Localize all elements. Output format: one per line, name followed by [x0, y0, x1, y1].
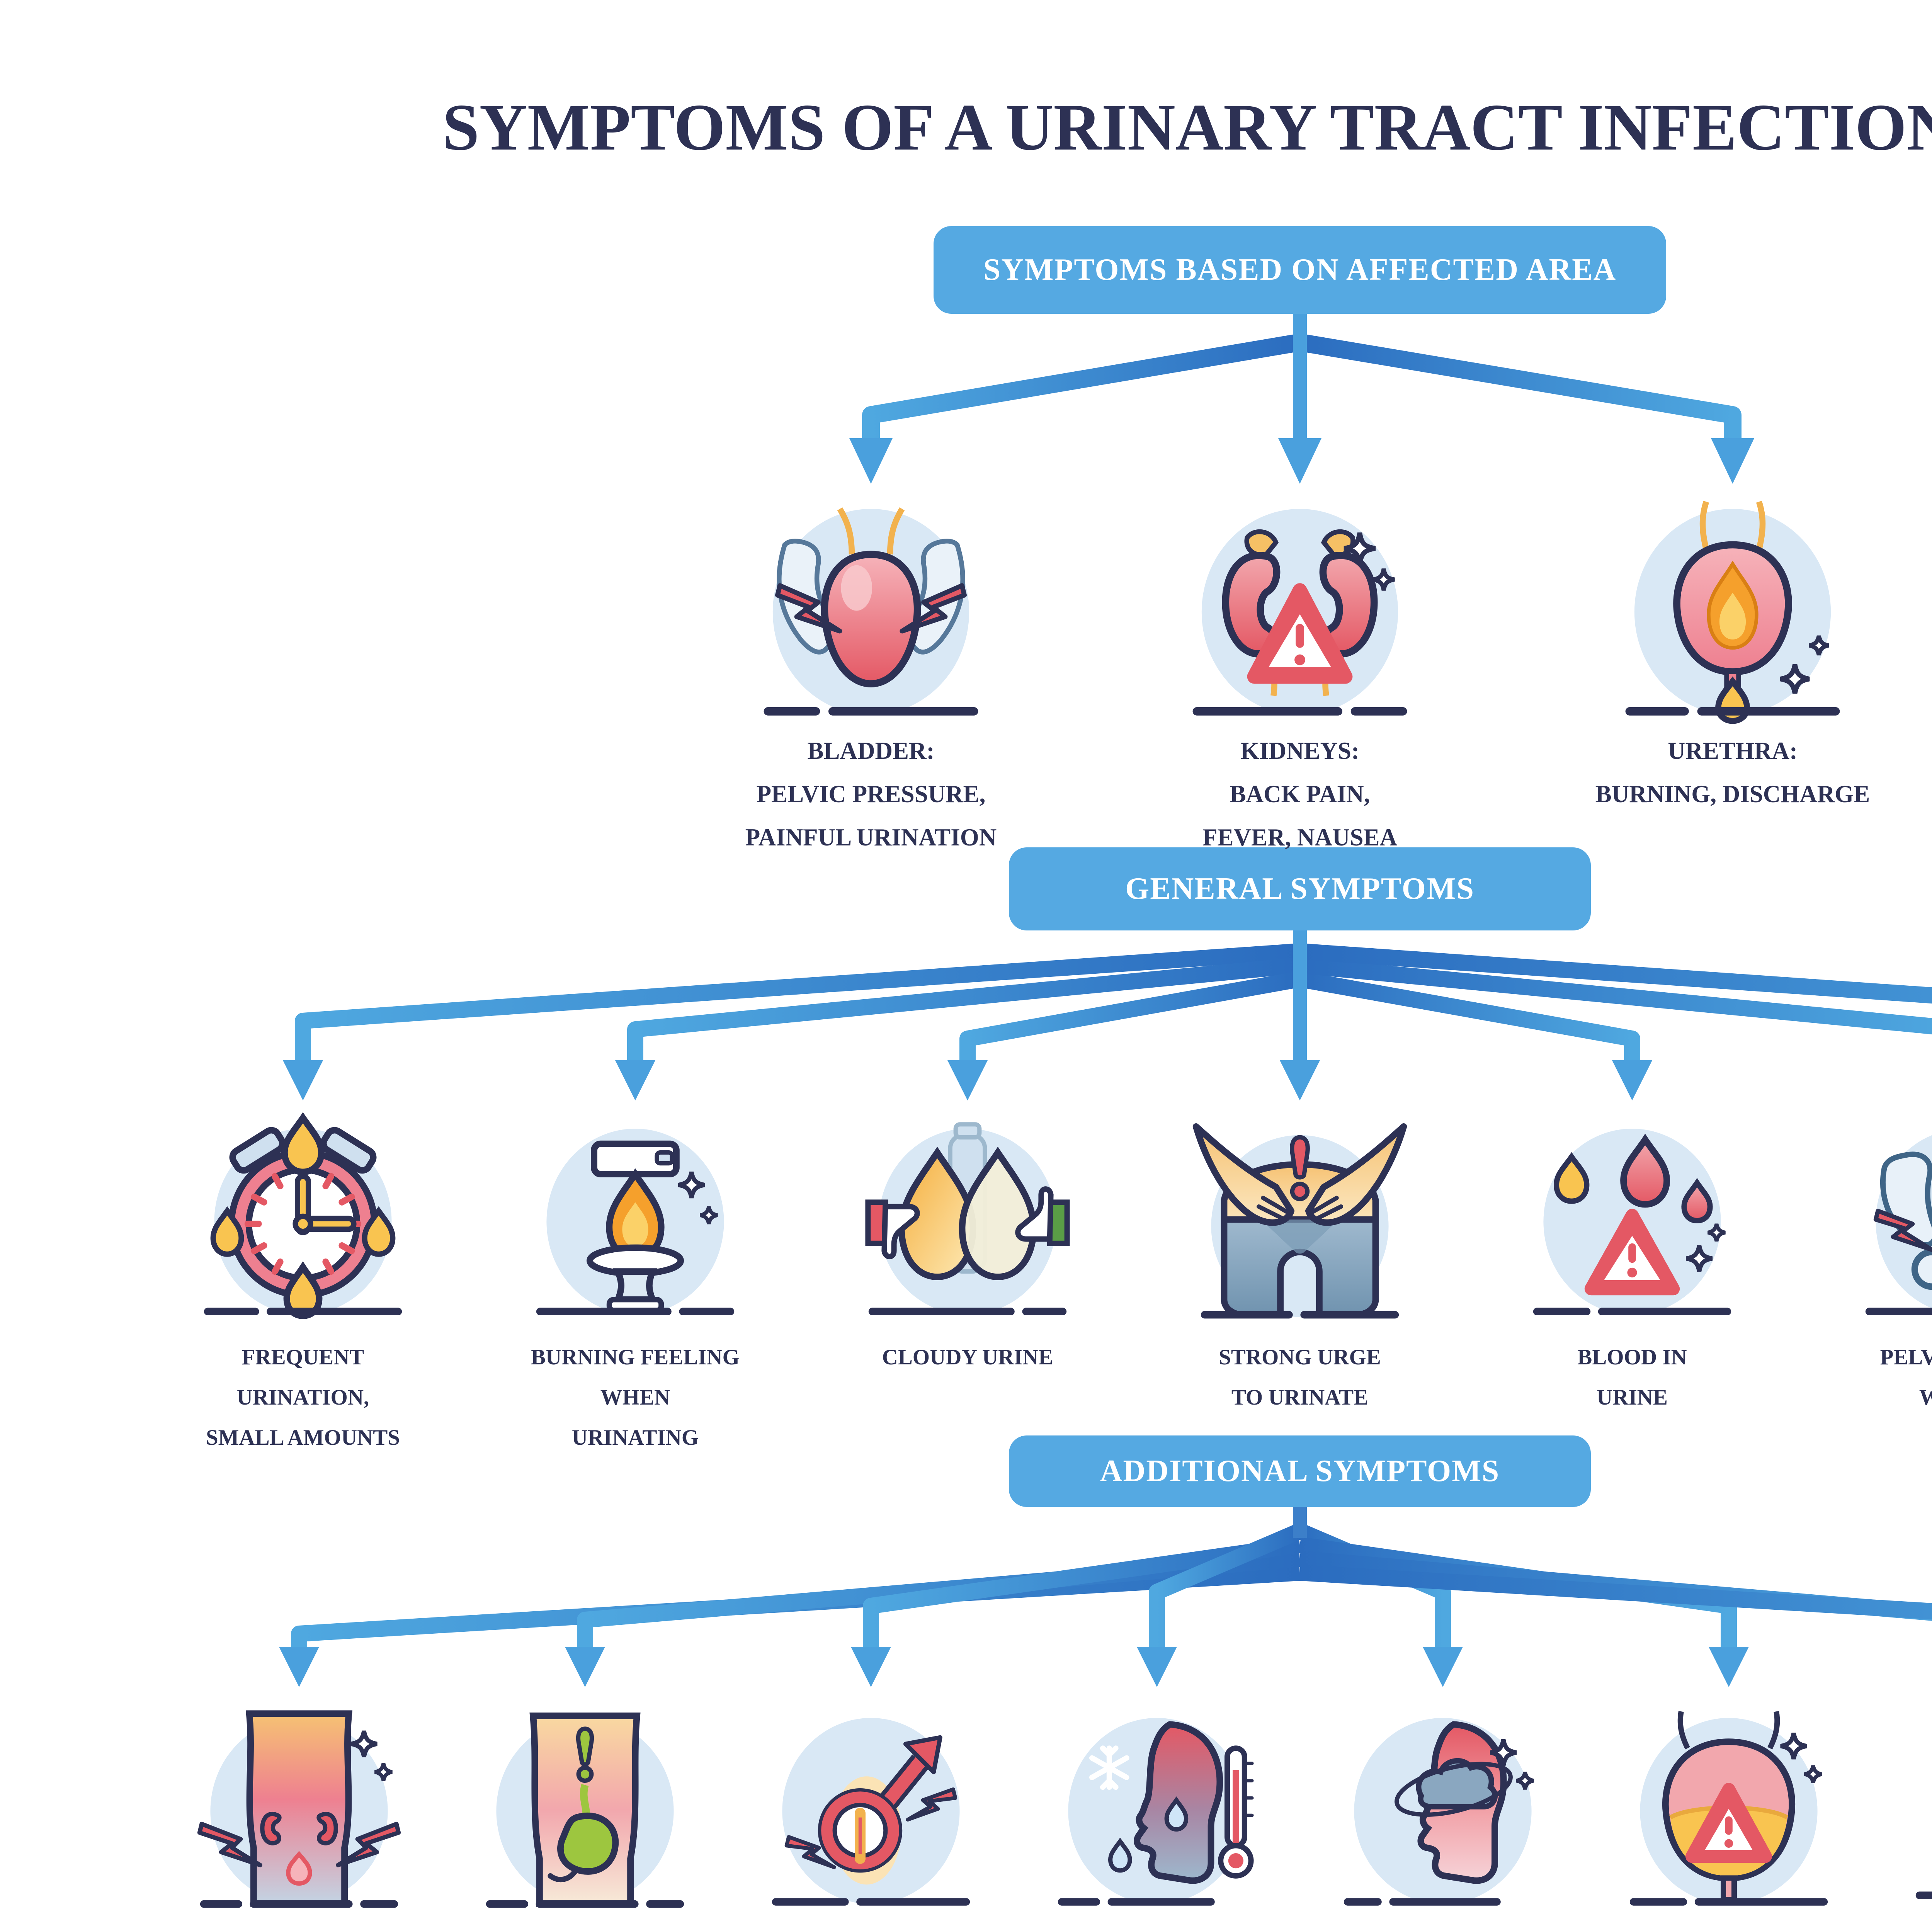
fatigue-icon [1906, 1696, 1932, 1913]
frequent-urination-label: FREQUENT URINATION, SMALL AMOUNTS [206, 1345, 400, 1450]
kidneys-icon [1180, 485, 1420, 724]
cloudy-urine-icon [859, 1107, 1076, 1323]
page-title: SYMPTOMS OF A URINARY TRACT INFECTION (U… [442, 91, 1932, 164]
flank-pain-icon [191, 1696, 407, 1913]
additional-fever-chills: FEVER AND CHILLS [1016, 1696, 1298, 1932]
pelvic-pain-women-label: PELVIC PAIN IN WOMEN [1880, 1345, 1932, 1410]
flank-pain-label: PAIN IN FLANK, ABDOMEN, PELVIS [158, 1927, 440, 1932]
banner-additional-symptoms: ADDITIONAL SYMPTOMS [1009, 1435, 1591, 1507]
bladder-label: BLADDER: PELVIC PRESSURE, PAINFUL URINAT… [745, 737, 997, 851]
urethra-icon [1613, 485, 1852, 724]
urethra-label: URETHRA: BURNING, DISCHARGE [1595, 737, 1870, 808]
affected-area-bladder: BLADDER: PELVIC PRESSURE, PAINFUL URINAT… [678, 485, 1064, 859]
general-frequent-urination: FREQUENT URINATION, SMALL AMOUNTS [143, 1107, 463, 1458]
affected-area-kidneys: KIDNEYS: BACK PAIN, FEVER, NAUSEA [1107, 485, 1493, 859]
female-pelvis-icon [1856, 1107, 1932, 1323]
banner-affected-area: SYMPTOMS BASED ON AFFECTED AREA [934, 226, 1666, 314]
additional-mental-changes: MENTAL CHANGES OR CONFUSION [1302, 1696, 1584, 1932]
general-pelvic-pain-women: PELVIC PAIN IN WOMEN [1804, 1107, 1932, 1418]
cloudy-urine-label: CLOUDY URINE [882, 1345, 1053, 1369]
banner-additional-symptoms-label: ADDITIONAL SYMPTOMS [1100, 1454, 1500, 1488]
general-burning-feeling: BURNING FEELING WHEN URINATING [475, 1107, 796, 1458]
blood-in-urine-icon [1524, 1107, 1740, 1323]
fever-chills-icon [1049, 1696, 1265, 1913]
additional-urge-incontinence: URGE INCONTINENCE [1588, 1696, 1870, 1932]
urge-incontinence-icon [1621, 1696, 1837, 1913]
mental-changes-label: MENTAL CHANGES OR CONFUSION [1302, 1927, 1584, 1932]
general-blood-in-urine: BLOOD IN URINE [1472, 1107, 1793, 1418]
blood-in-urine-label: BLOOD IN URINE [1577, 1345, 1687, 1410]
affected-area-urethra: URETHRA: BURNING, DISCHARGE [1539, 485, 1926, 816]
additional-nausea: NAUSEA AND VOMITING [444, 1696, 726, 1932]
confusion-icon [1335, 1696, 1551, 1913]
banner-general-symptoms: GENERAL SYMPTOMS [1009, 847, 1591, 930]
penile-pain-icon [763, 1696, 979, 1913]
fever-chills-label: FEVER AND CHILLS [1016, 1927, 1298, 1932]
nausea-icon [477, 1696, 693, 1913]
penile-pain-label: MEN EXPERIENCING PENILE PAIN [730, 1927, 1012, 1932]
additional-penile-pain: MEN EXPERIENCING PENILE PAIN [730, 1696, 1012, 1932]
urge-to-urinate-icon [1192, 1107, 1408, 1323]
strong-urge-label: STRONG URGE TO URINATE [1219, 1345, 1381, 1410]
banner-affected-area-label: SYMPTOMS BASED ON AFFECTED AREA [983, 253, 1617, 287]
extreme-fatigue-label: EXTREME FATIGUE [1874, 1927, 1932, 1932]
bladder-icon [751, 485, 991, 724]
additional-extreme-fatigue: EXTREME FATIGUE [1874, 1696, 1932, 1932]
kidneys-label: KIDNEYS: BACK PAIN, FEVER, NAUSEA [1202, 737, 1398, 851]
general-strong-urge: STRONG URGE TO URINATE [1139, 1107, 1460, 1418]
additional-flank-pain: PAIN IN FLANK, ABDOMEN, PELVIS [158, 1696, 440, 1932]
burning-feeling-label: BURNING FEELING WHEN URINATING [531, 1345, 740, 1450]
urge-incontinence-label: URGE INCONTINENCE [1588, 1927, 1870, 1932]
burning-toilet-icon [527, 1107, 743, 1323]
general-cloudy-urine: CLOUDY URINE [807, 1107, 1128, 1378]
alarm-clock-icon [195, 1107, 411, 1323]
banner-general-symptoms-label: GENERAL SYMPTOMS [1125, 872, 1475, 906]
nausea-label: NAUSEA AND VOMITING [444, 1927, 726, 1932]
